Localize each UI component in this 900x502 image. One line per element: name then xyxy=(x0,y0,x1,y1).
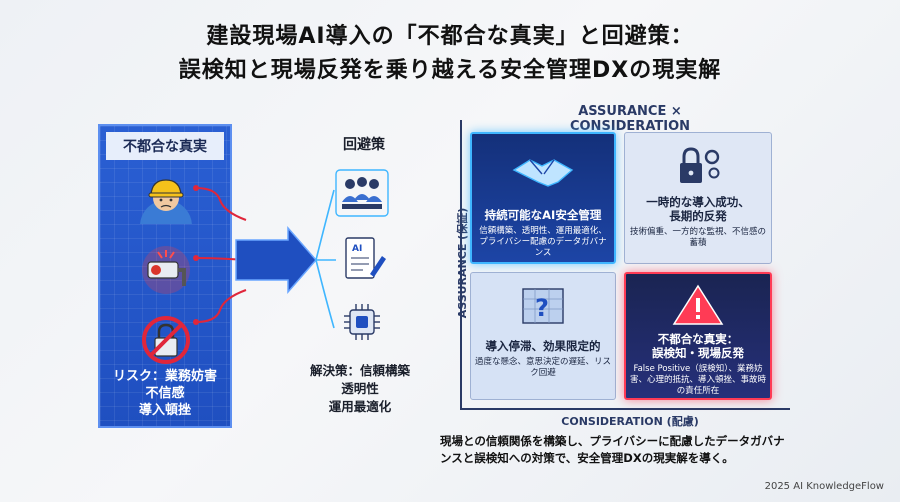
quadrant-heading: 持続可能なAI安全管理 xyxy=(484,208,602,222)
processor-chip-icon xyxy=(344,304,380,340)
credit: 2025 AI KnowledgeFlow xyxy=(764,481,884,492)
title-line-1: 建設現場AI導入の「不都合な真実」と回避策： xyxy=(206,24,694,49)
security-camera-alert-icon xyxy=(142,246,190,294)
x-axis xyxy=(460,408,790,410)
quadrant-sustainable: 持続可能なAI安全管理 信頼構築、透明性、運用最適化、プライバシー配慮のデータガ… xyxy=(470,132,616,264)
handshake-icon xyxy=(512,159,574,187)
quadrant-heading-line-1: 一時的な導入成功、 xyxy=(646,195,750,209)
blocked-lock-icon xyxy=(142,316,190,364)
solution-line-1: 解決策：信頼構築 xyxy=(309,363,410,378)
question-blueprint-icon: ? xyxy=(522,288,564,324)
countermeasure-heading: 回避策 xyxy=(343,137,385,153)
quadrant-detail: False Positive（誤検知）、業務妨害、心理的抵抗、導入頓挫、事故時の… xyxy=(630,364,767,396)
y-axis xyxy=(460,120,462,410)
quadrant-heading-line-1: 不都合な真実： xyxy=(657,332,739,346)
warning-icon xyxy=(672,284,724,325)
quadrant-title: ASSURANCE × CONSIDERATION xyxy=(569,104,691,134)
quadrant-detail: 技術偏重、一方的な監視、不信感の蓄積 xyxy=(629,227,766,248)
summary-line-2: ンスと誤検知への対策で、安全管理DXの現実解を導く。 xyxy=(440,451,734,465)
quadrant-heading: 導入停滞、効果限定的 xyxy=(485,339,601,353)
flow-arrow-graphic xyxy=(193,185,336,329)
risk-line-3: 導入頓挫 xyxy=(138,403,191,418)
risk-line-1: リスク：業務妨害 xyxy=(112,369,217,384)
solution-line-3: 運用最適化 xyxy=(328,399,392,414)
quadrant-temporary-success: 一時的な導入成功、 長期的反発 技術偏重、一方的な監視、不信感の蓄積 xyxy=(624,132,772,264)
title-line-2: 誤検知と現場反発を乗り越える安全管理DXの現実解 xyxy=(178,58,722,83)
quadrant-detail: 過度な懸念、意思決定の遅延、リスク回避 xyxy=(475,357,612,378)
quadrant-unfavorable-truth: 不都合な真実： 誤検知・現場反発 False Positive（誤検知）、業務妨… xyxy=(624,272,772,400)
solution-line-2: 透明性 xyxy=(341,381,379,396)
summary-line-1: 現場との信頼関係を構築し、プライバシーに配慮したデータガバナ xyxy=(440,434,785,448)
svg-text:?: ? xyxy=(535,294,549,322)
unfavorable-truth-panel: 不都合な真実 リスク：業務妨害 不信感 導入頓挫 xyxy=(98,124,232,428)
y-axis-label: ASSURANCE (保証) xyxy=(456,207,469,319)
team-meeting-icon xyxy=(335,169,389,217)
svg-text:AI: AI xyxy=(352,244,362,254)
panel-heading: 不都合な真実 xyxy=(106,132,224,160)
ai-document-icon: AI xyxy=(345,237,386,279)
x-axis-label: CONSIDERATION (配慮) xyxy=(561,415,699,428)
quadrant-detail: 信頼構築、透明性、運用最適化、プライバシー配慮のデータガバナンス xyxy=(479,226,607,258)
risk-line-2: 不信感 xyxy=(145,386,185,401)
lock-gears-icon xyxy=(680,147,720,183)
worker-icon xyxy=(140,179,192,224)
quadrant-heading-line-2: 長期的反発 xyxy=(669,209,727,223)
quadrant-stagnation: ? 導入停滞、効果限定的 過度な懸念、意思決定の遅延、リスク回避 xyxy=(470,272,616,400)
summary-text: 現場との信頼関係を構築し、プライバシーに配慮したデータガバナ ンスと誤検知への対… xyxy=(440,433,820,467)
quadrant-heading-line-2: 誤検知・現場反発 xyxy=(652,346,744,360)
